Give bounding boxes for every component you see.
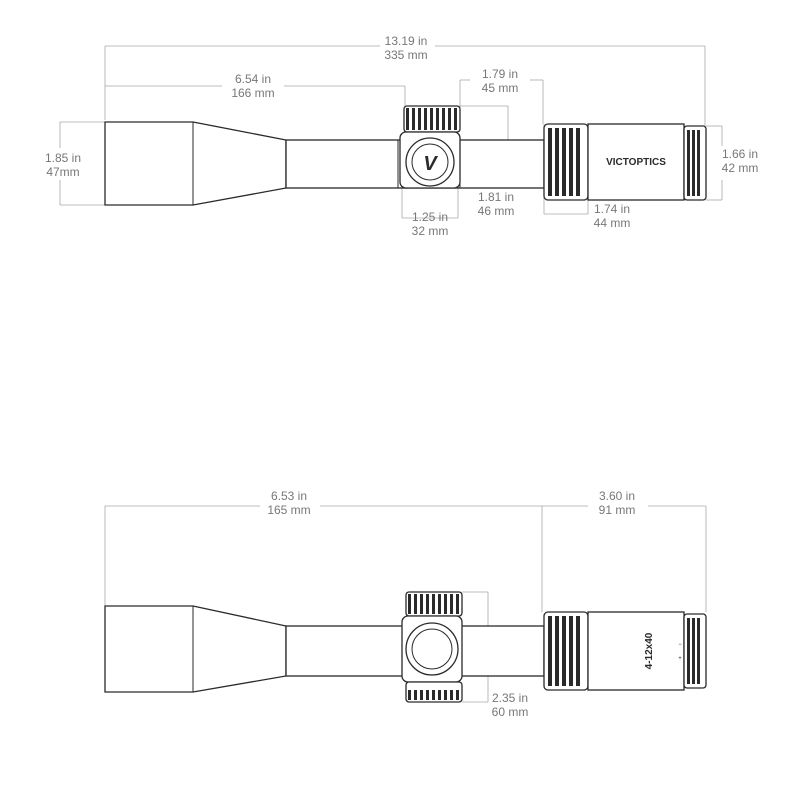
- windage-knob-knurl: [408, 690, 459, 700]
- elevation-turret-knurl: [406, 108, 457, 130]
- eyepiece-diameter-mm: 42 mm: [722, 161, 759, 175]
- overall-length-mm: 335 mm: [384, 48, 427, 62]
- front-length-mm: 165 mm: [267, 503, 310, 517]
- rear-length-mm: 91 mm: [599, 503, 636, 517]
- front-length-in: 6.53 in: [271, 489, 307, 503]
- diopter-ring-side-knurl: [687, 618, 700, 684]
- turret-span-mm: 60 mm: [492, 705, 529, 719]
- top-view: 13.19 in 335 mm 6.54 in 166 mm 1.79 in 4…: [45, 34, 758, 238]
- magnification-label: 4-12x40: [644, 632, 655, 669]
- rear-length-dimension: 3.60 in 91 mm: [542, 489, 707, 612]
- scope-body-top: V VICTOPTICS: [104, 105, 707, 206]
- eyepiece-diameter-in: 1.66 in: [722, 147, 758, 161]
- magnification-ring-side-knurl: [548, 616, 580, 686]
- objective-bell-side: [104, 605, 287, 693]
- scope-body-side: 4-12x40 − +: [104, 591, 707, 703]
- eyepiece-diameter-dimension: 1.66 in 42 mm: [706, 125, 759, 201]
- diopter-plus-mark: +: [678, 656, 682, 662]
- eyepiece-length-in: 1.74 in: [594, 202, 630, 216]
- objective-diameter-dimension: 1.85 in 47mm: [45, 121, 105, 206]
- objective-to-turret-in: 6.54 in: [235, 72, 271, 86]
- objective-to-turret-dimension: 6.54 in 166 mm: [105, 72, 406, 106]
- turret-to-eyepiece-dimension: 1.79 in 45 mm: [459, 67, 544, 124]
- eyepiece-length-mm: 44 mm: [594, 216, 631, 230]
- parallax-knob: [405, 622, 459, 676]
- elevation-knob-knurl: [408, 594, 459, 614]
- brand-label: VICTOPTICS: [606, 157, 666, 168]
- turret-to-eyepiece-in: 1.79 in: [482, 67, 518, 81]
- turret-span-in: 2.35 in: [492, 691, 528, 705]
- logo-letter: V: [423, 153, 438, 175]
- eyepiece-housing: [587, 123, 685, 201]
- overall-length-dimension: 13.19 in 335 mm: [104, 34, 706, 126]
- objective-bell: [104, 121, 287, 206]
- objective-diameter-in: 1.85 in: [45, 151, 81, 165]
- overall-length-in: 13.19 in: [385, 34, 428, 48]
- objective-diameter-mm: 47mm: [46, 165, 79, 179]
- rear-length-in: 3.60 in: [599, 489, 635, 503]
- turret-height-mm: 46 mm: [478, 204, 515, 218]
- front-length-dimension: 6.53 in 165 mm: [104, 489, 543, 612]
- windage-cap: [405, 137, 455, 187]
- diopter-minus-mark: −: [678, 642, 682, 648]
- objective-to-turret-mm: 166 mm: [231, 86, 274, 100]
- turret-diameter-dimension: 1.25 in 32 mm: [401, 188, 459, 238]
- turret-diameter-in: 1.25 in: [412, 210, 448, 224]
- turret-to-eyepiece-mm: 45 mm: [482, 81, 519, 95]
- turret-height-dimension: 1.81 in 46 mm: [460, 105, 515, 218]
- magnification-ring-knurl: [548, 128, 580, 196]
- eyepiece-housing-side: [587, 611, 685, 691]
- diopter-ring-knurl: [687, 130, 700, 196]
- turret-diameter-mm: 32 mm: [412, 224, 449, 238]
- turret-height-in: 1.81 in: [478, 190, 514, 204]
- side-view: 6.53 in 165 mm 3.60 in 91 mm 2.35 in 60 …: [104, 489, 707, 719]
